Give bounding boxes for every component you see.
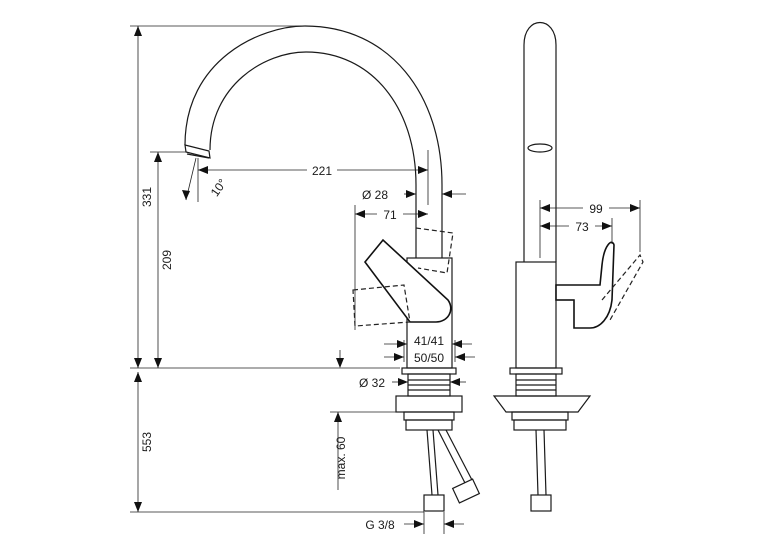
side-lever xyxy=(555,241,615,329)
side-mounting-plate xyxy=(492,395,592,413)
dim-side-depth-inner: 73 xyxy=(575,220,589,234)
base-ring xyxy=(401,367,457,375)
hose-left xyxy=(426,429,433,496)
dim-total-height: 331 xyxy=(140,187,154,207)
side-spout xyxy=(523,21,557,262)
side-view xyxy=(492,21,644,512)
dim-below-counter: 553 xyxy=(140,432,154,452)
dim-counter-thickness: max. 60 xyxy=(334,436,348,479)
connector-left xyxy=(423,494,445,512)
spout-tip xyxy=(184,144,211,159)
dim-handle-offset: 71 xyxy=(383,208,397,222)
dim-body-width: 41/41 xyxy=(414,334,444,348)
dim-base-width: 50/50 xyxy=(414,351,444,365)
dim-side-depth-outer: 99 xyxy=(589,202,603,216)
front-view xyxy=(130,25,481,512)
hose-right xyxy=(437,429,466,484)
dim-connection-thread: G 3/8 xyxy=(365,518,395,532)
dim-swivel-angle: 10° xyxy=(208,176,230,199)
dim-spout-diameter: Ø 28 xyxy=(362,188,388,202)
mounting-plate xyxy=(395,395,463,413)
lever xyxy=(363,238,452,323)
spout-outer-curve xyxy=(184,25,443,258)
side-body xyxy=(515,261,557,369)
dim-base-diameter: Ø 32 xyxy=(359,376,385,390)
dim-spout-height: 209 xyxy=(160,250,174,270)
connector-right xyxy=(451,478,481,504)
lever-alt-position xyxy=(415,227,454,274)
spout-inner-curve xyxy=(209,51,417,258)
dim-spout-reach: 221 xyxy=(312,164,332,178)
